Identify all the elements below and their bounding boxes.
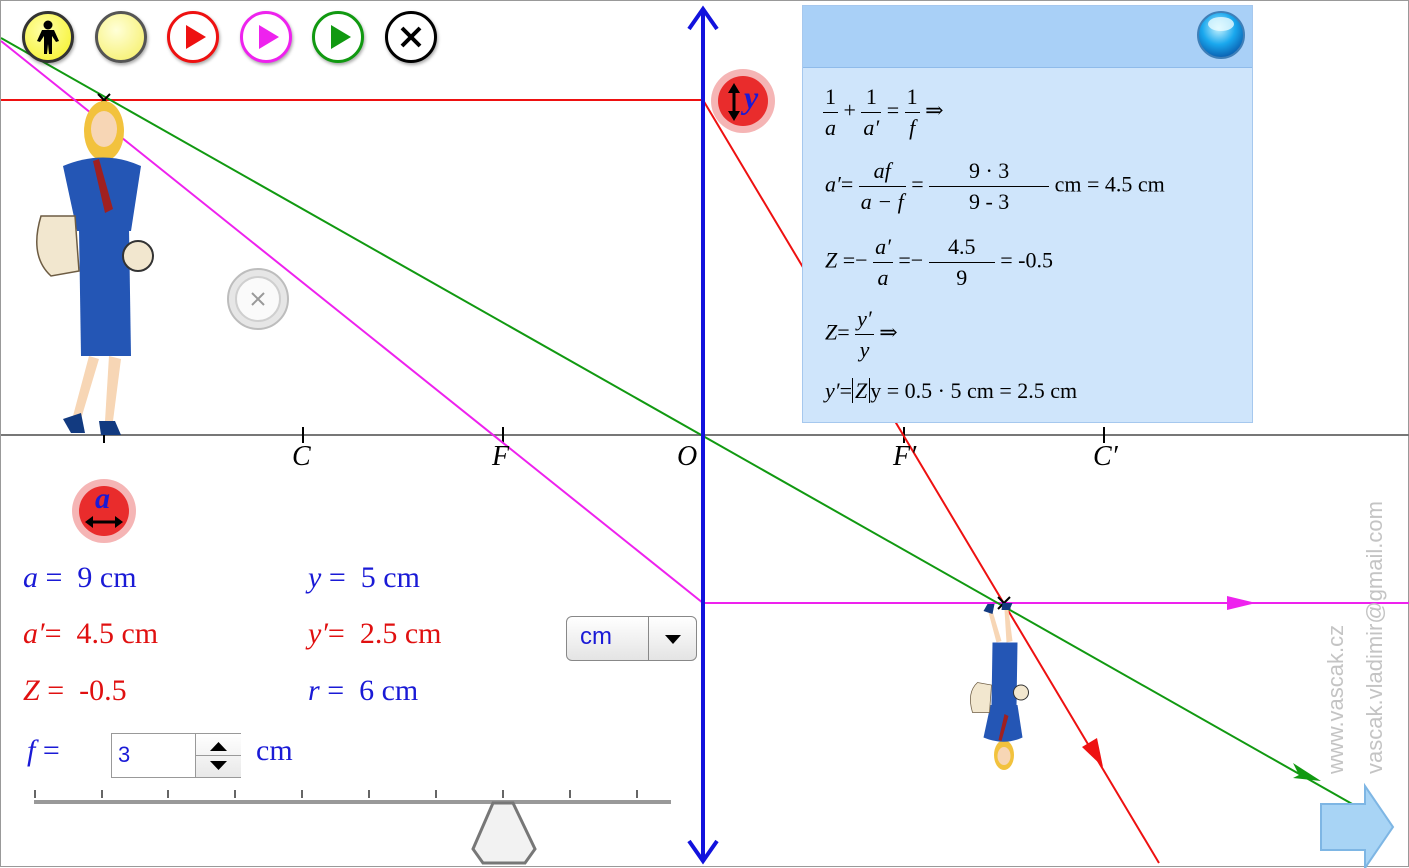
focal-unit: cm <box>256 734 293 767</box>
focal-spin-buttons[interactable] <box>195 734 241 777</box>
image-figure <box>970 603 1029 770</box>
focal-label: f = <box>27 734 60 767</box>
close-icon <box>400 26 422 48</box>
object-light-button[interactable] <box>95 11 147 63</box>
axis-label-C-prime: C′ <box>1093 441 1118 472</box>
green-ray <box>1 37 1392 827</box>
a-handle-label: a <box>95 482 110 515</box>
play-green-ray-button[interactable] <box>312 11 364 63</box>
axis-label-F: F <box>492 441 510 472</box>
chevron-down-icon <box>665 635 681 644</box>
formula-magnification-ratio: Z= y′y ⇒ <box>825 306 898 362</box>
value-y: y = 5 cm <box>308 561 420 594</box>
a-distance-handle[interactable] <box>72 479 136 543</box>
value-a: a = 9 cm <box>23 561 137 594</box>
watermark-email: vascak.vladimir@gmail.com <box>1362 501 1387 774</box>
watermark-website: www.vascak.cz <box>1323 624 1348 774</box>
focal-slider-thumb[interactable] <box>471 801 537 865</box>
magenta-ray-arrow <box>1227 596 1256 610</box>
play-red-ray-button[interactable] <box>167 11 219 63</box>
unit-select[interactable]: cm <box>566 616 697 661</box>
object-figure[interactable] <box>36 101 154 435</box>
axis-label-O: O <box>677 441 698 472</box>
person-icon <box>37 20 59 54</box>
object-figure-button[interactable] <box>22 11 74 63</box>
y-handle-label: y <box>744 79 759 115</box>
value-y-prime: y′= 2.5 cm <box>308 617 442 650</box>
reset-knob-button[interactable] <box>227 268 289 330</box>
focal-slider-track[interactable] <box>34 790 671 804</box>
next-arrow-icon[interactable] <box>1320 782 1395 868</box>
formula-panel-header <box>803 6 1252 68</box>
close-button[interactable] <box>385 11 437 63</box>
lens-bottom-head <box>687 839 719 865</box>
y-height-handle[interactable] <box>711 69 775 133</box>
green-ray-arrow <box>1293 763 1321 781</box>
axis-label-C: C <box>292 441 311 472</box>
focal-stepper[interactable]: 3 <box>111 733 241 778</box>
play-icon <box>186 25 206 49</box>
value-r: r = 6 cm <box>308 674 419 707</box>
value-a-prime: a′= 4.5 cm <box>23 617 159 650</box>
value-Z: Z = -0.5 <box>23 674 127 707</box>
focal-input[interactable]: 3 <box>118 742 131 767</box>
spin-arrows-icon <box>196 742 241 770</box>
red-ray-arrow <box>1082 738 1103 767</box>
play-icon <box>331 25 351 49</box>
lens-top-head <box>687 5 719 31</box>
axis-label-F-prime: F′ <box>893 441 917 472</box>
play-magenta-ray-button[interactable] <box>240 11 292 63</box>
unit-select-value: cm <box>580 623 612 650</box>
play-icon <box>259 25 279 49</box>
panel-toggle-orb-icon[interactable] <box>1195 9 1247 61</box>
